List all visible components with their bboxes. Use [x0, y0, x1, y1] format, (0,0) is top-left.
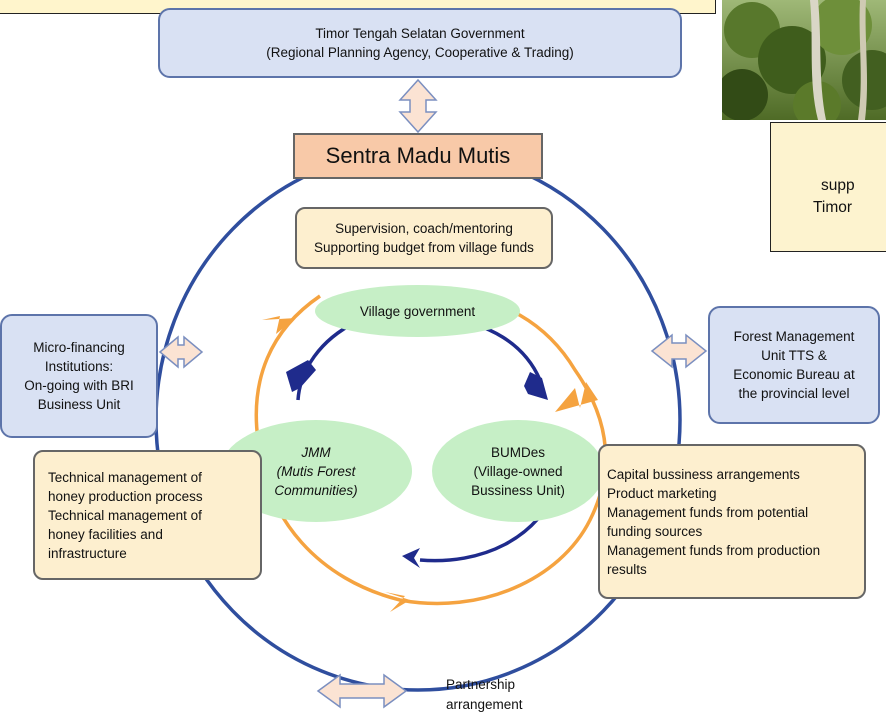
forest-management-line: the provincial level	[738, 386, 850, 401]
bumdes-node: BUMDes (Village-owned Bussiness Unit)	[432, 420, 604, 522]
supervision-line2: Supporting budget from village funds	[314, 240, 534, 255]
capital-line: results	[607, 561, 647, 577]
orange-chevron-bottom	[385, 592, 410, 612]
sentra-title-box: Sentra Madu Mutis	[293, 133, 543, 179]
technical-line: infrastructure	[48, 545, 127, 561]
capital-line: Product marketing	[607, 485, 717, 501]
bumdes-line2: (Village-owned	[473, 463, 563, 479]
navy-arrow-bottom	[402, 548, 420, 568]
capital-business-box: Capital bussiness arrangements Product m…	[598, 444, 866, 599]
supervision-line1: Supervision, coach/mentoring	[335, 221, 513, 236]
forest-photo	[722, 0, 886, 120]
legend-label: Partnership arrangement	[446, 675, 523, 715]
forest-management-line: Unit TTS &	[761, 348, 827, 363]
forest-management-box: Forest Management Unit TTS & Economic Bu…	[708, 306, 880, 424]
orange-cycle-arc	[254, 290, 608, 606]
supervision-box: Supervision, coach/mentoring Supporting …	[295, 207, 553, 269]
bumdes-line3: Bussiness Unit)	[471, 482, 565, 498]
micro-financing-line: Institutions:	[44, 359, 114, 374]
capital-line: Capital bussiness arrangements	[607, 466, 800, 482]
micro-financing-line: Business Unit	[37, 397, 121, 412]
legend-line2: arrangement	[446, 697, 523, 712]
technical-line: honey facilities and	[48, 526, 163, 542]
navy-arrow-left	[286, 360, 316, 392]
orange-chevron-right	[555, 382, 598, 412]
jmm-line3: Communities)	[274, 482, 358, 498]
village-government-node: Village government	[315, 285, 520, 337]
capital-line: Management funds from production	[607, 542, 821, 558]
forest-management-line: Forest Management	[733, 329, 855, 344]
village-government-label: Village government	[359, 303, 476, 319]
side-note-line2: Timor	[813, 199, 853, 216]
side-note-box: supp Timor	[770, 122, 886, 252]
micro-financing-line: On-going with BRI	[24, 378, 134, 393]
legend-double-arrow	[316, 673, 408, 709]
government-box: Timor Tengah Selatan Government (Regiona…	[158, 8, 682, 78]
government-line1: Timor Tengah Selatan Government	[315, 26, 525, 41]
legend-line1: Partnership	[446, 677, 516, 692]
jmm-line2: (Mutis Forest	[276, 463, 356, 479]
left-double-arrow	[158, 335, 204, 369]
forest-management-line: Economic Bureau at	[733, 367, 855, 382]
right-double-arrow	[650, 333, 708, 369]
side-note-line1: supp	[821, 177, 855, 194]
micro-financing-line: Micro-financing	[33, 340, 125, 355]
orange-chevron-left	[262, 316, 296, 334]
vertical-double-arrow	[398, 78, 438, 134]
technical-management-box: Technical management of honey production…	[33, 450, 262, 580]
micro-financing-box: Micro-financing Institutions: On-going w…	[0, 314, 158, 438]
navy-arrow-right	[524, 372, 548, 400]
jmm-line1: JMM	[301, 444, 331, 460]
technical-line: Technical management of	[48, 469, 202, 485]
bumdes-line1: BUMDes	[490, 444, 545, 460]
capital-line: funding sources	[607, 523, 703, 539]
capital-line: Management funds from potential	[607, 504, 809, 520]
sentra-title: Sentra Madu Mutis	[325, 143, 511, 168]
technical-line: Technical management of	[48, 507, 202, 523]
government-line2: (Regional Planning Agency, Cooperative &…	[266, 45, 574, 60]
technical-line: honey production process	[48, 488, 203, 504]
